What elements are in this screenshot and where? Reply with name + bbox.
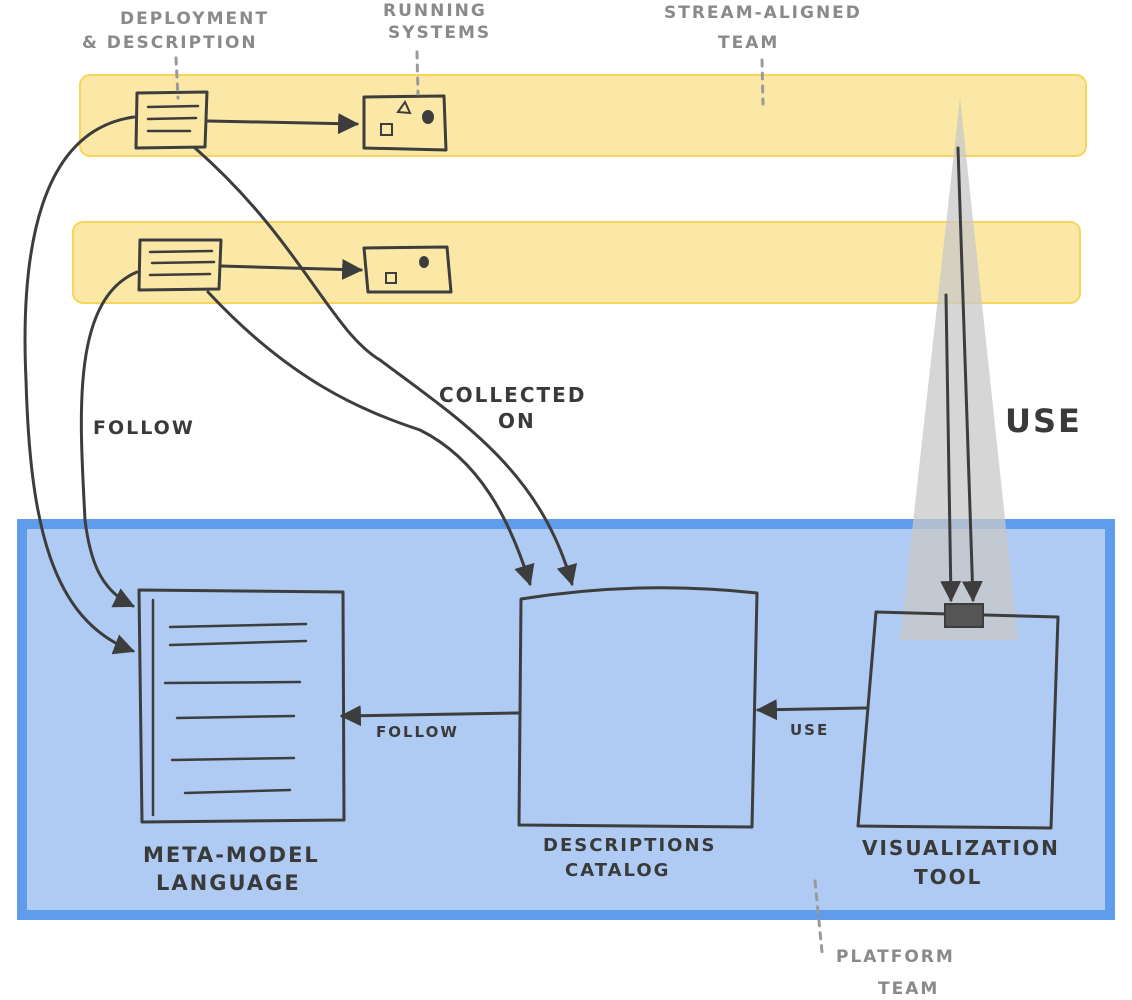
collected-label-line2: ON (498, 409, 536, 433)
running-system-2 (362, 245, 453, 294)
platform-team-label-line1: PLATFORM (836, 947, 955, 967)
catalog-label-line1: DESCRIPTIONS (543, 835, 716, 856)
deployment-description-doc-1 (134, 90, 209, 150)
meta-model-label-line1: META-MODEL (143, 843, 320, 867)
deploy-arrow-1 (206, 113, 360, 135)
deployment-label-line2: & DESCRIPTION (82, 33, 258, 53)
deploy-arrow-2 (219, 258, 364, 280)
collected-curve-1 (193, 146, 577, 587)
deployment-description-doc-2 (137, 238, 223, 292)
follow-arrow-bottom (339, 705, 520, 727)
use-label-small: USE (790, 721, 829, 739)
follow-curve-2 (79, 270, 139, 608)
use-cone (900, 98, 1018, 640)
running-system-1 (362, 94, 448, 152)
platform-leader (813, 879, 824, 954)
meta-model-label-line2: LANGUAGE (156, 871, 301, 895)
running-label-line2: SYSTEMS (388, 23, 491, 43)
stream-team-lane-2 (72, 221, 1081, 304)
deployment-leader (174, 56, 180, 100)
collected-label-line1: COLLECTED (439, 383, 586, 407)
follow-label-bottom: FOLLOW (376, 723, 459, 741)
use-label-big: USE (1005, 402, 1082, 440)
running-leader (415, 50, 420, 96)
meta-model-document (137, 588, 346, 824)
visualization-tool-port (944, 603, 984, 628)
stream-team-label-line1: STREAM-ALIGNED (664, 3, 862, 23)
stream-leader (760, 58, 765, 106)
vis-tool-label-line1: VISUALIZATION (862, 836, 1060, 860)
platform-team-label-line2: TEAM (878, 979, 939, 999)
use-arrow-2 (956, 146, 983, 603)
collected-curve-2 (206, 290, 535, 587)
vis-tool-label-line2: TOOL (914, 865, 982, 889)
catalog-label-line2: CATALOG (565, 860, 670, 881)
stream-team-lane-1 (79, 74, 1087, 157)
use-arrow-1 (940, 293, 962, 603)
descriptions-catalog-db (517, 586, 759, 829)
follow-curve-1 (23, 115, 136, 655)
visualization-tool-box (856, 603, 1060, 830)
follow-label-left: FOLLOW (93, 417, 195, 439)
stream-team-label-line2: TEAM (718, 33, 779, 53)
use-arrow-bottom (755, 699, 868, 721)
deployment-label-line1: DEPLOYMENT (120, 9, 269, 29)
running-label-line1: RUNNING (383, 1, 487, 21)
